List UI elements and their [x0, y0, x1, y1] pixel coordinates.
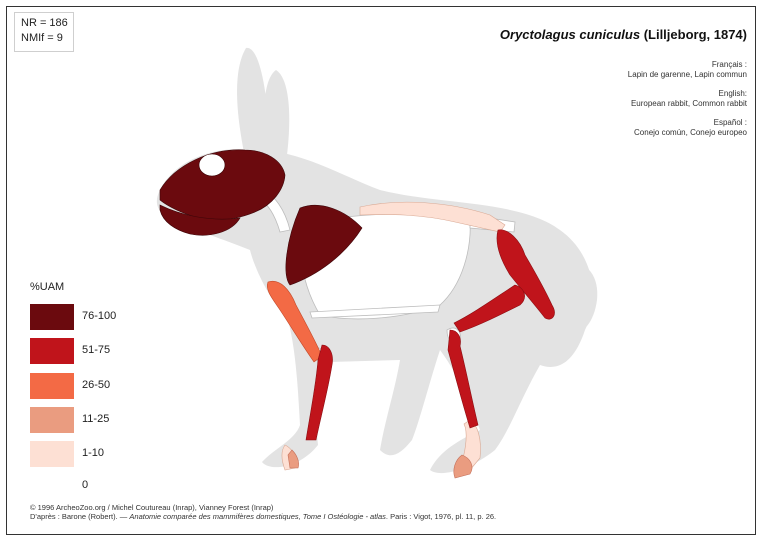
credits-line-2: D'après : Barone (Robert). — Anatomie co…	[30, 512, 496, 521]
credits-line-1: © 1996 ArcheoZoo.org / Michel Coutureau …	[30, 503, 496, 512]
legend-swatch	[30, 441, 74, 467]
orbit	[199, 154, 225, 176]
legend-item: 26-50	[30, 373, 150, 399]
legend-swatch	[30, 407, 74, 433]
legend-label: 76-100	[82, 310, 116, 322]
language-label: English:	[628, 89, 747, 99]
language-label: Français :	[628, 60, 747, 70]
legend-label: 11-25	[82, 413, 109, 425]
legend-label: 51-75	[82, 344, 110, 356]
credits-suffix: . Paris : Vigot, 1976, pl. 11, p. 26.	[386, 512, 496, 521]
common-names-fr: Français : Lapin de garenne, Lapin commu…	[628, 60, 747, 80]
common-names: Français : Lapin de garenne, Lapin commu…	[628, 60, 747, 147]
credits: © 1996 ArcheoZoo.org / Michel Coutureau …	[30, 503, 496, 521]
legend-item: 0	[30, 473, 150, 499]
species-title: Oryctolagus cuniculus (Lilljeborg, 1874)	[500, 27, 747, 42]
species-author: (Lilljeborg, 1874)	[644, 27, 747, 42]
names-text: Lapin de garenne, Lapin commun	[628, 70, 747, 80]
legend-swatch	[30, 473, 74, 499]
species-name: Oryctolagus cuniculus	[500, 27, 640, 42]
nr-count: NR = 186	[21, 16, 73, 31]
names-text: European rabbit, Common rabbit	[628, 99, 747, 109]
legend-item: 11-25	[30, 407, 150, 433]
legend-label: 1-10	[82, 447, 104, 459]
credits-prefix: D'après : Barone (Robert). —	[30, 512, 129, 521]
common-names-en: English: European rabbit, Common rabbit	[628, 89, 747, 109]
legend-swatch	[30, 338, 74, 364]
legend-title: %UAM	[30, 281, 64, 293]
legend-label: 0	[82, 479, 88, 491]
legend-item: 1-10	[30, 441, 150, 467]
language-label: Español :	[628, 118, 747, 128]
legend-item: 76-100	[30, 304, 150, 330]
legend-item: 51-75	[30, 338, 150, 364]
credits-book-title: Anatomie comparée des mammifères domesti…	[129, 512, 386, 521]
legend-swatch	[30, 304, 74, 330]
nmi-count: NMIf = 9	[21, 31, 73, 46]
specimen-count-box: NR = 186 NMIf = 9	[14, 12, 74, 52]
legend-swatch	[30, 373, 74, 399]
legend-label: 26-50	[82, 379, 110, 391]
names-text: Conejo común, Conejo europeo	[628, 128, 747, 138]
common-names-es: Español : Conejo común, Conejo europeo	[628, 118, 747, 138]
